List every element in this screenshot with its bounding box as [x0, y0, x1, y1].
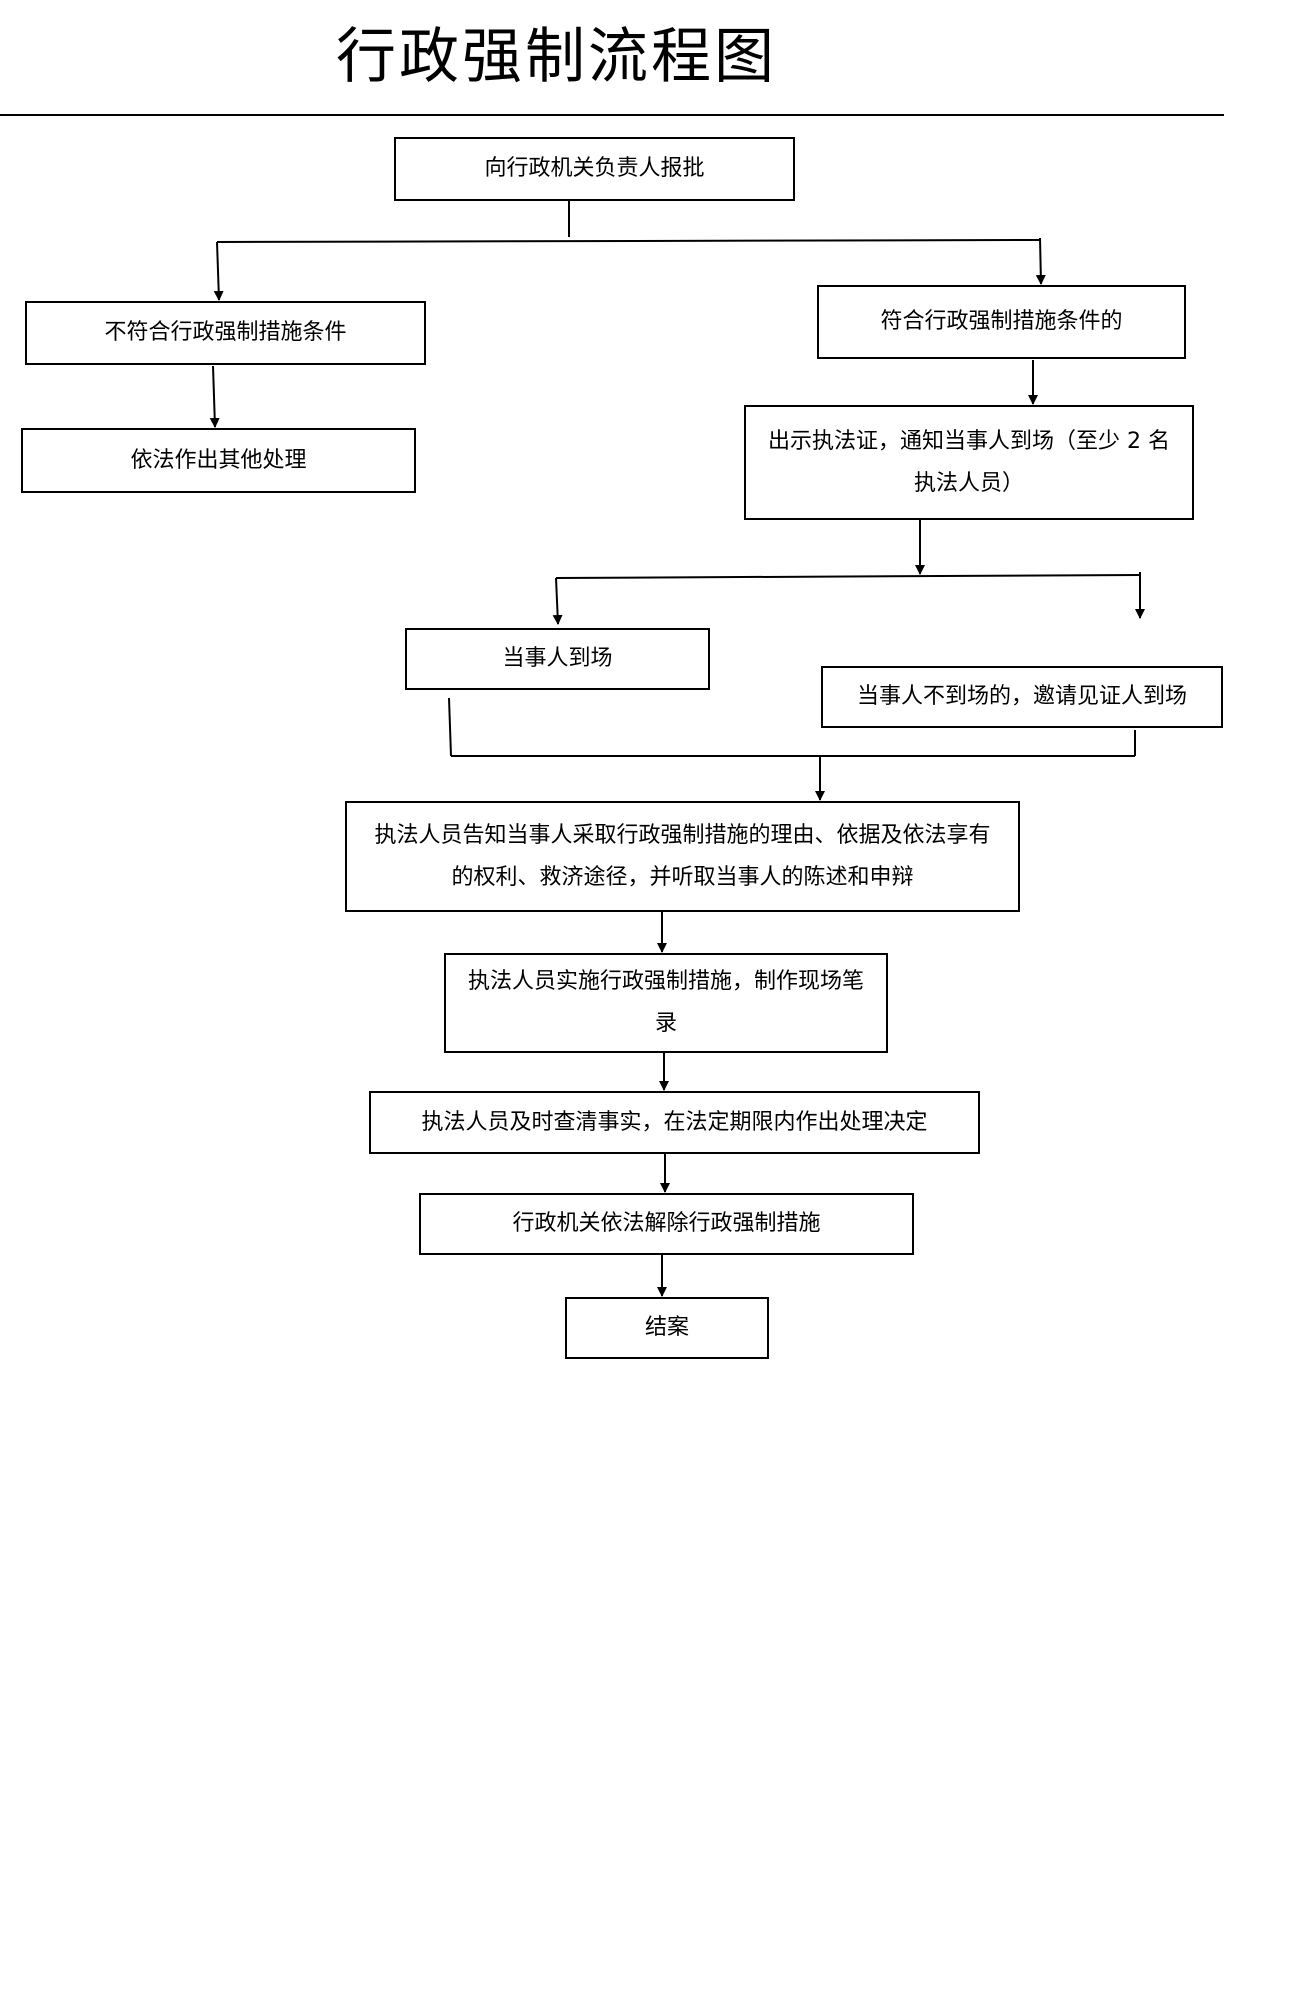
node-other: 依法作出其他处理	[21, 428, 416, 493]
node-inform: 执法人员告知当事人采取行政强制措施的理由、依据及依法享有的权利、救济途径，并听取…	[345, 801, 1020, 912]
arrow-to-not-meet	[213, 241, 224, 301]
node-meet: 符合行政强制措施条件的	[817, 285, 1186, 359]
connector-branch-2	[555, 574, 1141, 579]
node-show-id: 出示执法证，通知当事人到场（至少 2 名执法人员）	[744, 405, 1194, 520]
node-release: 行政机关依法解除行政强制措施	[419, 1193, 914, 1255]
node-absent: 当事人不到场的，邀请见证人到场	[821, 666, 1223, 728]
page-title: 行政强制流程图	[336, 22, 777, 92]
arrow-to-other	[209, 365, 220, 428]
arrow-to-meet	[1035, 237, 1046, 285]
node-report: 向行政机关负责人报批	[394, 137, 795, 201]
connector-branch-1	[216, 239, 1041, 243]
node-decide: 执法人员及时查清事实，在法定期限内作出处理决定	[369, 1091, 980, 1154]
title-divider	[0, 114, 1224, 116]
node-close: 结案	[565, 1297, 769, 1359]
arrow-to-present	[552, 577, 563, 625]
node-not-meet: 不符合行政强制措施条件	[25, 301, 426, 365]
node-implement: 执法人员实施行政强制措施，制作现场笔录	[444, 953, 888, 1053]
node-present: 当事人到场	[405, 628, 710, 690]
connector-merge-left	[448, 697, 452, 757]
